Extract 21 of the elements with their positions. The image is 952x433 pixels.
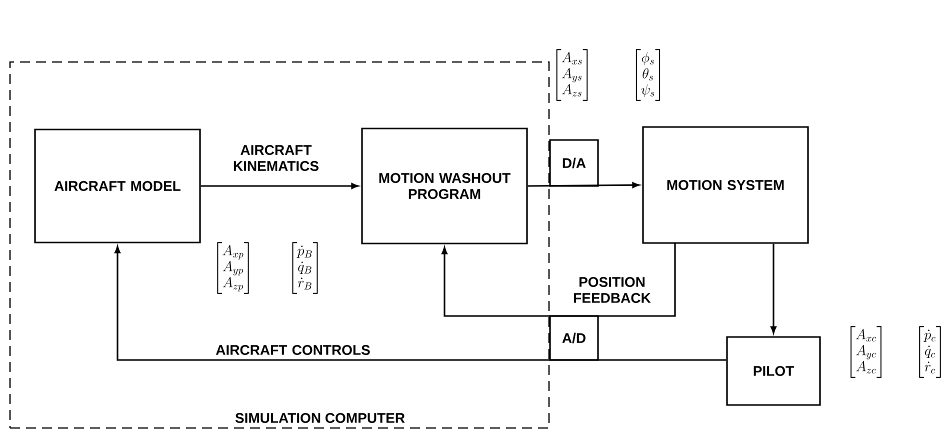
- arrow: [528, 182, 640, 188]
- edge-label: POSITION FEEDBACK: [574, 277, 651, 303]
- vector-matrix: $\begin{bmatrix}A_{xc}\\A_{yc}\\A_{zc}\end{bmatrix}$: [850, 326, 882, 378]
- vector-matrix: $\begin{bmatrix}\dot{p}_{B}\\\dot{q}_{B}\\\dot{r}_{B}\end{bmatrix}$: [292, 242, 318, 294]
- vector-matrix: $\begin{bmatrix}A_{xp}\\A_{yp}\\A_{zp}\end{bmatrix}$: [217, 242, 249, 294]
- converter-box: D/A: [549, 139, 599, 187]
- edge-label: AIRCRAFT CONTROLS: [216, 345, 370, 355]
- process-box: AIRCRAFT MODEL: [34, 128, 201, 244]
- arrow: [114, 246, 726, 361]
- process-box: MOTION WASHOUT PROGRAM: [361, 128, 528, 244]
- process-box: PILOT: [726, 336, 821, 406]
- arrow: [770, 244, 776, 334]
- vector-matrix: $\begin{bmatrix}\phi_{s}\\\theta_{s}\\\psi_{s}\end{bmatrix}$: [636, 49, 660, 101]
- edge-label: AIRCRAFT KINEMATICS: [234, 145, 318, 171]
- vector-matrix: $\begin{bmatrix}A_{xs}\\A_{ys}\\A_{zs}\end{bmatrix}$: [556, 49, 588, 101]
- arrow: [442, 243, 676, 317]
- converter-box: A/D: [549, 315, 599, 361]
- boundary-label: SIMULATION COMPUTER: [235, 413, 405, 423]
- arrow: [200, 183, 358, 189]
- vector-matrix: $\begin{bmatrix}\dot{p}_{c}\\\dot{q}_{c}\\\dot{r}_{c}\end{bmatrix}$: [919, 326, 941, 378]
- process-box: MOTION SYSTEM: [642, 126, 809, 244]
